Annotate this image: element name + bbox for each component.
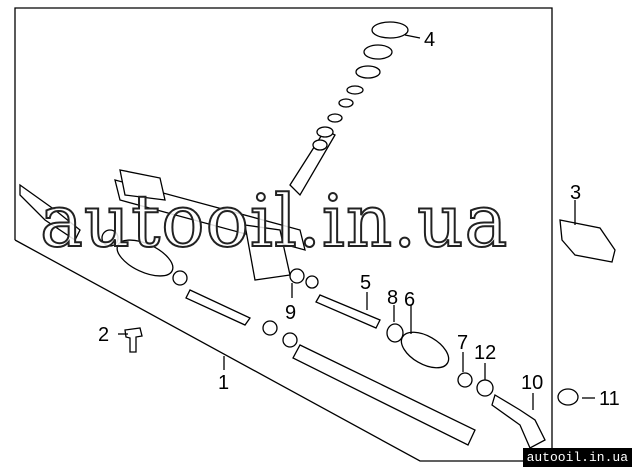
callout-11: 11 (599, 388, 620, 410)
bolt-2 (124, 327, 143, 353)
ring-left-outer (172, 270, 188, 286)
left-tie-rod-end (19, 183, 81, 241)
rack-bar (292, 344, 476, 446)
ring-8 (386, 323, 404, 343)
ring-left-inner (101, 229, 119, 247)
clip-ring (305, 275, 319, 289)
nut-12 (476, 379, 494, 397)
boot-right (400, 331, 450, 369)
callout-8: 8 (387, 287, 399, 309)
inner-tie-rod-left (185, 289, 251, 326)
callout-12: 12 (474, 342, 497, 364)
nut-11 (557, 388, 579, 406)
callout-3: 3 (570, 182, 582, 204)
bushing-2 (282, 332, 298, 348)
bracket-3 (559, 219, 616, 263)
callout-9: 9 (285, 302, 297, 324)
leader-lines (118, 34, 595, 410)
callout-5: 5 (360, 272, 372, 294)
inner-tie-rod-right (315, 294, 381, 329)
pinion-seals (312, 21, 409, 151)
callout-1: 1 (218, 372, 230, 394)
footer-watermark: autooil.in.ua (522, 448, 632, 467)
callout-10: 10 (521, 372, 544, 394)
assembly-frame (14, 7, 553, 462)
ring-7 (457, 372, 473, 388)
callout-4: 4 (424, 29, 436, 51)
callout-7: 7 (457, 332, 469, 354)
callout-2: 2 (98, 324, 110, 346)
washer-9 (289, 268, 305, 284)
right-tie-rod-end (491, 394, 546, 449)
bushing-1 (262, 320, 278, 336)
watermark: autooil.in.ua (39, 179, 509, 263)
boot-left (116, 239, 174, 277)
callout-6: 6 (404, 289, 416, 311)
